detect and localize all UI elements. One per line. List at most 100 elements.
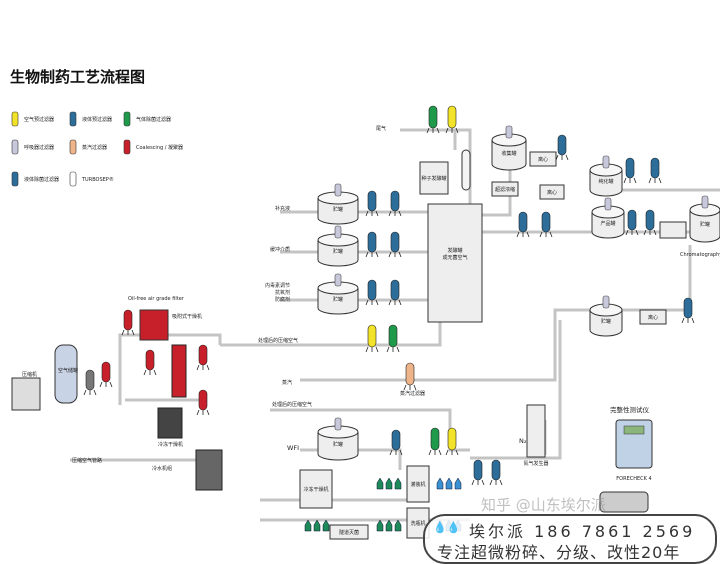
- label: 抗氧剂: [275, 289, 290, 296]
- process-box: [491, 181, 519, 197]
- label: 空气储罐: [58, 367, 78, 374]
- filter-housing: [428, 105, 438, 129]
- filter-housing: [430, 427, 440, 451]
- filter-housing: [447, 105, 457, 129]
- watermark-overlay: 知乎 @山东埃尔派: [481, 496, 606, 514]
- chromatography-column: [659, 221, 687, 239]
- printer-icon: [599, 491, 649, 513]
- vial-icon: [394, 477, 402, 490]
- filter-housing: [627, 209, 637, 231]
- sterile-liquid-filter-icon: [11, 171, 19, 187]
- filter-legs: [445, 449, 459, 456]
- filter-housing: [557, 134, 567, 156]
- label: 冷水机组: [152, 465, 172, 472]
- coalescer-icon: [123, 139, 131, 155]
- legend-label: 呼吸器过滤器: [24, 144, 54, 151]
- vent-filter-icon: [334, 417, 342, 431]
- tank-body: [317, 432, 359, 461]
- label: Oil-free air grade filter: [128, 296, 185, 302]
- watermark-banner: 💧💧 埃尔派 186 7861 2569 知乎 @山东埃尔派 专注超微粉碎、分级…: [423, 496, 717, 564]
- filter-legs: [99, 381, 113, 388]
- filter-legs: [643, 229, 657, 236]
- legend-label: 空气预过滤器: [24, 116, 54, 123]
- coalescer-filter-icon: [196, 389, 210, 416]
- filter-legs: [471, 479, 485, 486]
- label: 尾气: [376, 125, 386, 132]
- vent-filter-icon: [604, 197, 612, 211]
- filter-legs: [625, 229, 639, 236]
- legend-item: 液体除菌过滤器: [11, 171, 59, 187]
- pipe: [400, 128, 457, 150]
- air-prefilter-icon: [445, 105, 459, 134]
- label: 补充液: [275, 205, 290, 212]
- process-box-label: 离心: [648, 314, 658, 321]
- tank: [317, 417, 359, 461]
- legend-label: TURBOSEP®: [81, 176, 114, 183]
- label: 缓冲介质: [270, 246, 290, 253]
- filter-housing: [625, 157, 635, 179]
- process-box: [539, 184, 565, 200]
- tank-label: 贮罐: [601, 318, 611, 325]
- tank-body: [317, 288, 359, 315]
- liquid-prefilter-icon: [516, 211, 530, 238]
- vial-icon: [322, 519, 330, 532]
- vial-icon: [385, 519, 393, 532]
- filter-legs: [365, 346, 379, 353]
- vial-icon: [304, 519, 312, 532]
- filter-legs: [648, 177, 662, 184]
- pipe: [440, 245, 692, 382]
- air-prefilter-icon: [445, 427, 459, 456]
- filter-housing: [367, 324, 377, 348]
- filter-legs: [428, 449, 442, 456]
- filter-legs: [83, 389, 97, 396]
- compressor-icon: [11, 377, 41, 411]
- tank-label: 贮罐: [333, 248, 343, 255]
- gas-sterile-filter-icon: [428, 427, 442, 456]
- process-box-label: 灌装机: [410, 481, 425, 488]
- tank-label: 收集罐: [501, 150, 516, 157]
- filter-legs: [388, 251, 402, 258]
- filter-housing: [447, 427, 457, 451]
- filter-legs: [365, 210, 379, 217]
- liquid-prefilter-icon: [365, 231, 379, 258]
- turbosep-icon: [461, 149, 471, 191]
- page-title: 生物制药工艺流程图: [10, 68, 146, 86]
- watermark-brand-line: 埃尔派 186 7861 2569: [469, 518, 695, 542]
- tank-body: [317, 198, 359, 225]
- filter-legs: [365, 299, 379, 306]
- vial-icon: [436, 477, 444, 490]
- legend-item: 呼吸器过滤器: [11, 139, 54, 155]
- filter-housing: [541, 211, 551, 233]
- filter-legs: [539, 231, 553, 238]
- legend-label: 液体预过滤器: [82, 116, 112, 123]
- legend-label: 蒸汽过滤器: [82, 144, 107, 151]
- vial-icon: [445, 477, 453, 490]
- label: WFI: [287, 444, 299, 452]
- vial-icon: [454, 477, 462, 490]
- filter-housing: [473, 459, 483, 481]
- vial-icon: [376, 477, 384, 490]
- liquid-sterile-filter-icon: [388, 190, 402, 217]
- filter-legs: [389, 449, 403, 456]
- tank: [589, 155, 623, 197]
- filter-legs: [386, 346, 400, 353]
- liquid-sterile-filter-icon: [681, 297, 695, 324]
- coalescer-filter-icon: [143, 349, 157, 376]
- filter-legs: [489, 479, 503, 486]
- filter-legs: [143, 369, 157, 376]
- filter-housing: [683, 297, 693, 319]
- tank-label: 产品罐: [600, 220, 615, 227]
- fermenter: [427, 203, 483, 323]
- fermenter-label: 发酵罐: [447, 247, 462, 254]
- green-filter-icon: [123, 111, 131, 127]
- refrigerated-dryer-icon: [171, 344, 187, 398]
- label: N₂: [519, 437, 527, 445]
- filter-housing: [145, 349, 155, 371]
- vent-filter-icon: [334, 273, 342, 287]
- coalescer-filter-icon: [121, 309, 135, 336]
- label: 冷冻干燥机: [158, 441, 183, 448]
- air-tank-icon: [54, 344, 78, 404]
- tank-label: 贮罐: [333, 206, 343, 213]
- legend-label: 气体除菌过滤器: [136, 116, 171, 123]
